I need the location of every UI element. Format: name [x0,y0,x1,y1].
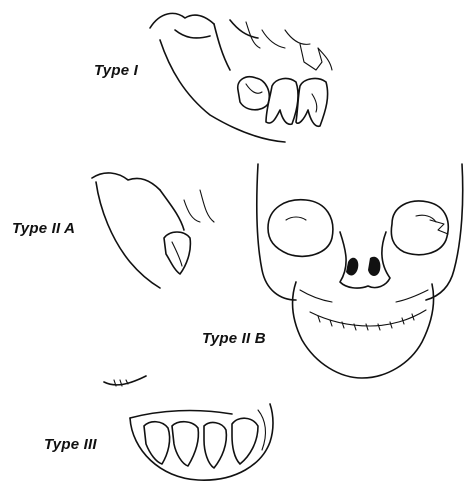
type-3-drawing [0,370,300,493]
molar-3 [296,79,328,127]
label-type-2b: Type II B [202,330,266,347]
panel-type-3: Type III [0,370,300,493]
panel-type-2a: Type II A [0,160,240,300]
tooth-c [204,423,226,468]
molar-1 [238,77,270,110]
label-type-1: Type I [94,62,138,79]
molar-2 [266,79,298,125]
tooth-b [172,422,198,466]
panel-type-2b: Type II B [240,150,470,390]
label-type-2a: Type II A [12,220,75,237]
type-2b-drawing [240,150,470,390]
type-1-drawing [0,0,470,150]
tooth-d [232,418,258,464]
panel-type-1: Type I [0,0,470,150]
left-orbit [268,200,333,257]
label-type-3: Type III [44,436,97,453]
